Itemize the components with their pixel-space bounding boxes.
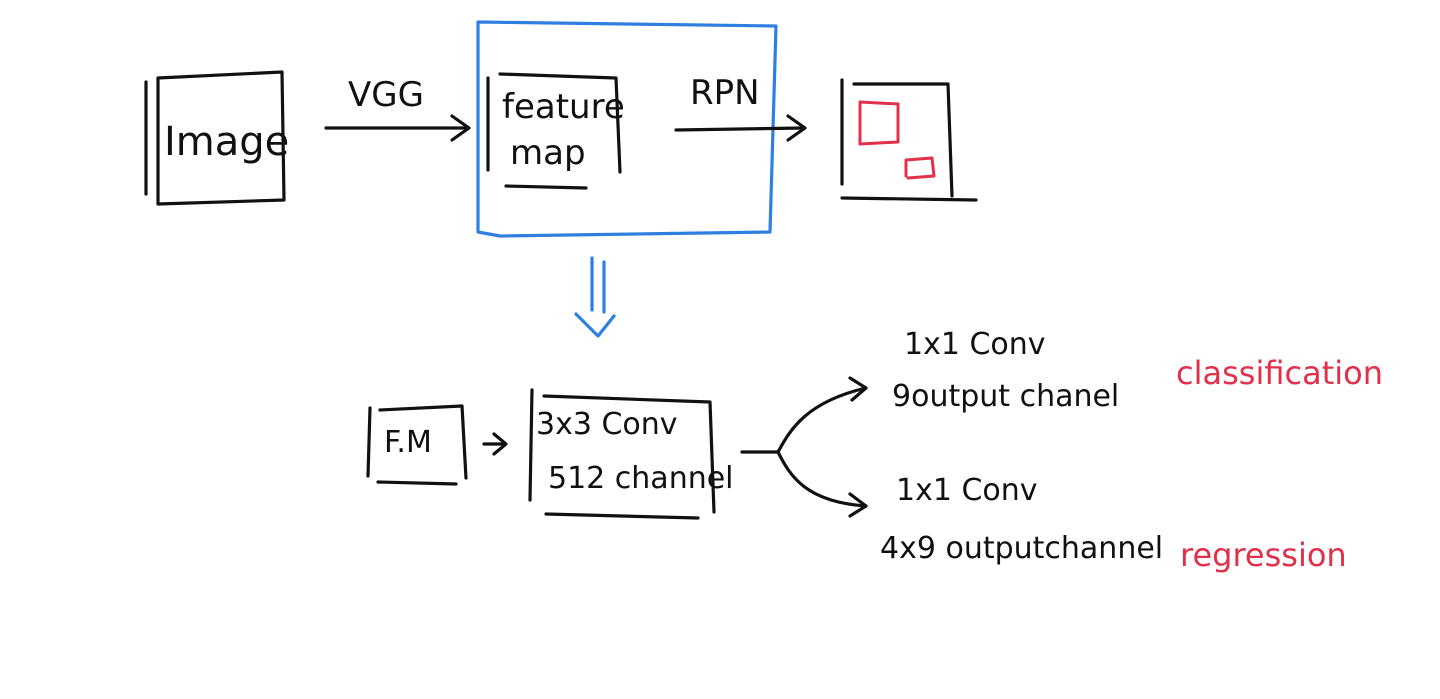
vgg-label: VGG — [348, 75, 424, 115]
fm-label: F.M — [384, 425, 432, 460]
vgg-arrow — [324, 114, 471, 142]
conv3x3-label-line2: 512 channel — [548, 461, 734, 496]
feature-map-box — [486, 72, 622, 190]
fm-arrow — [482, 432, 508, 456]
branch-arrows — [740, 376, 868, 518]
reg-conv-label: 1x1 Conv — [896, 473, 1038, 508]
proposals-box — [840, 78, 978, 202]
rpn-arrow — [674, 114, 807, 142]
feature-map-label-line2: map — [510, 133, 586, 173]
cls-output-label: 9output chanel — [892, 379, 1119, 414]
image-box — [144, 70, 286, 206]
cls-conv-label: 1x1 Conv — [904, 327, 1046, 362]
double-down-arrow-icon — [574, 256, 616, 338]
classification-annotation: classification — [1176, 354, 1383, 392]
image-label: Image — [164, 119, 289, 165]
fm-box — [366, 404, 468, 486]
reg-output-label: 4x9 outputchannel — [880, 531, 1163, 566]
rpn-label: RPN — [690, 73, 760, 113]
conv3x3-box — [528, 388, 716, 520]
conv3x3-label-line1: 3x3 Conv — [536, 407, 678, 442]
bounding-boxes-icon — [858, 100, 936, 180]
feature-map-label-line1: feature — [502, 87, 625, 127]
feature-map-highlight-box — [476, 20, 778, 238]
regression-annotation: regression — [1180, 536, 1347, 574]
